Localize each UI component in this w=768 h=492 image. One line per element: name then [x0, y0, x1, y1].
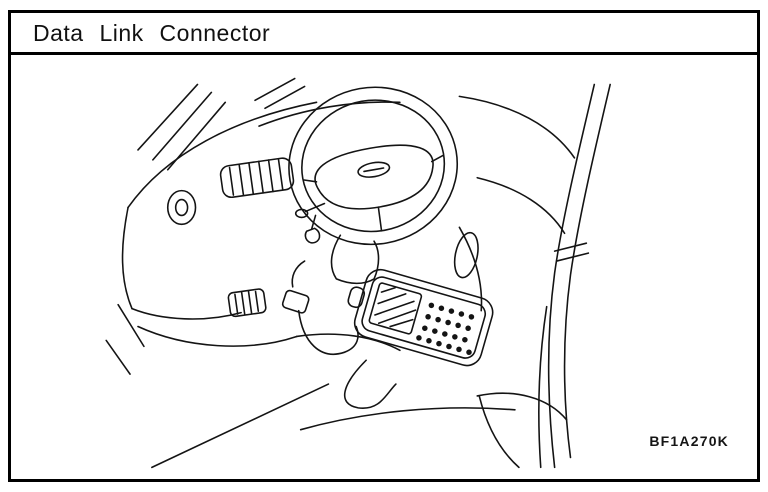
- figure-code-label: BF1A270K: [649, 433, 729, 449]
- page-title: Data Link Connector: [33, 20, 271, 46]
- horn-logo: [357, 161, 391, 178]
- scan-tool-cable-boot: [347, 286, 366, 309]
- page-frame: Data Link Connector: [8, 10, 760, 482]
- hatched-lever: [227, 288, 267, 318]
- pillar-and-door-lines: [453, 83, 611, 469]
- figure-illustration: [105, 77, 611, 469]
- air-vent: [219, 157, 295, 199]
- title-bar: Data Link Connector: [11, 13, 757, 55]
- steering-wheel: [288, 86, 459, 246]
- scan-tool: [347, 268, 494, 367]
- dash-knob: [166, 189, 197, 226]
- scan-tool-screen: [368, 282, 423, 335]
- dashboard-lines: [105, 95, 576, 375]
- floor-lines: [151, 383, 516, 469]
- steering-column-and-stalks: [294, 202, 380, 285]
- windshield-lines: [137, 77, 306, 171]
- figure-area: BF1A270K: [11, 55, 757, 479]
- data-link-connector-and-cable: [281, 260, 397, 409]
- scan-tool-keypad: [416, 302, 484, 356]
